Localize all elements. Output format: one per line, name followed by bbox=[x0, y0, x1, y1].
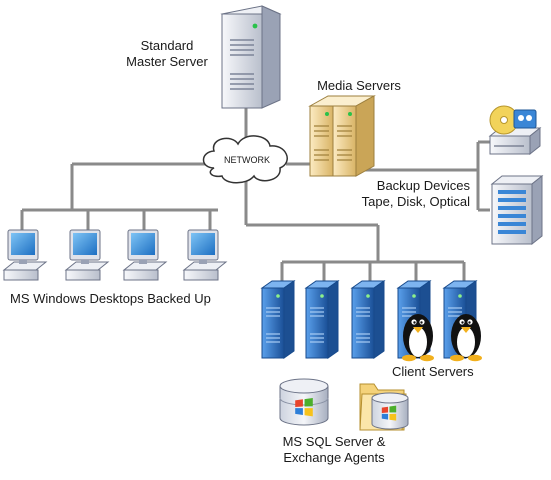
sql-exchange-label-line1: MS SQL Server & bbox=[282, 434, 386, 449]
master-server-label-line2: Master Server bbox=[126, 54, 208, 69]
network-cloud-icon bbox=[202, 135, 288, 184]
desktop-computer-icon bbox=[2, 229, 48, 281]
desktop-computer-icon bbox=[64, 229, 110, 281]
master-server-label-line1: Standard bbox=[140, 38, 194, 53]
linux-penguin-icon bbox=[450, 314, 482, 362]
backup-devices-label-line2: Tape, Disk, Optical bbox=[361, 194, 470, 209]
media-servers-icon bbox=[308, 95, 376, 177]
master-server-icon bbox=[220, 5, 282, 109]
blue-server-icon bbox=[260, 280, 296, 359]
sql-exchange-label-line2: Exchange Agents bbox=[283, 450, 385, 465]
client-servers-label: Client Servers bbox=[392, 364, 474, 379]
database-icon bbox=[279, 378, 329, 426]
blue-server-icon bbox=[304, 280, 340, 359]
desktop-computer-icon bbox=[182, 229, 228, 281]
disk-array-icon bbox=[490, 174, 544, 246]
desktops-label: MS Windows Desktops Backed Up bbox=[10, 291, 211, 306]
connection-lines bbox=[20, 108, 490, 282]
master-server-label: Standard Master Server bbox=[112, 38, 222, 70]
media-servers-label: Media Servers bbox=[317, 78, 401, 93]
database-icon bbox=[371, 392, 409, 430]
optical-drive-icon bbox=[488, 105, 542, 156]
blue-server-icon bbox=[350, 280, 386, 359]
desktop-computer-icon bbox=[122, 229, 168, 281]
linux-penguin-icon bbox=[402, 314, 434, 362]
network-label: NETWORK bbox=[224, 155, 270, 165]
sql-exchange-label: MS SQL Server & Exchange Agents bbox=[274, 434, 394, 466]
backup-devices-label: Backup Devices Tape, Disk, Optical bbox=[340, 178, 470, 210]
backup-devices-label-line1: Backup Devices bbox=[376, 178, 470, 193]
